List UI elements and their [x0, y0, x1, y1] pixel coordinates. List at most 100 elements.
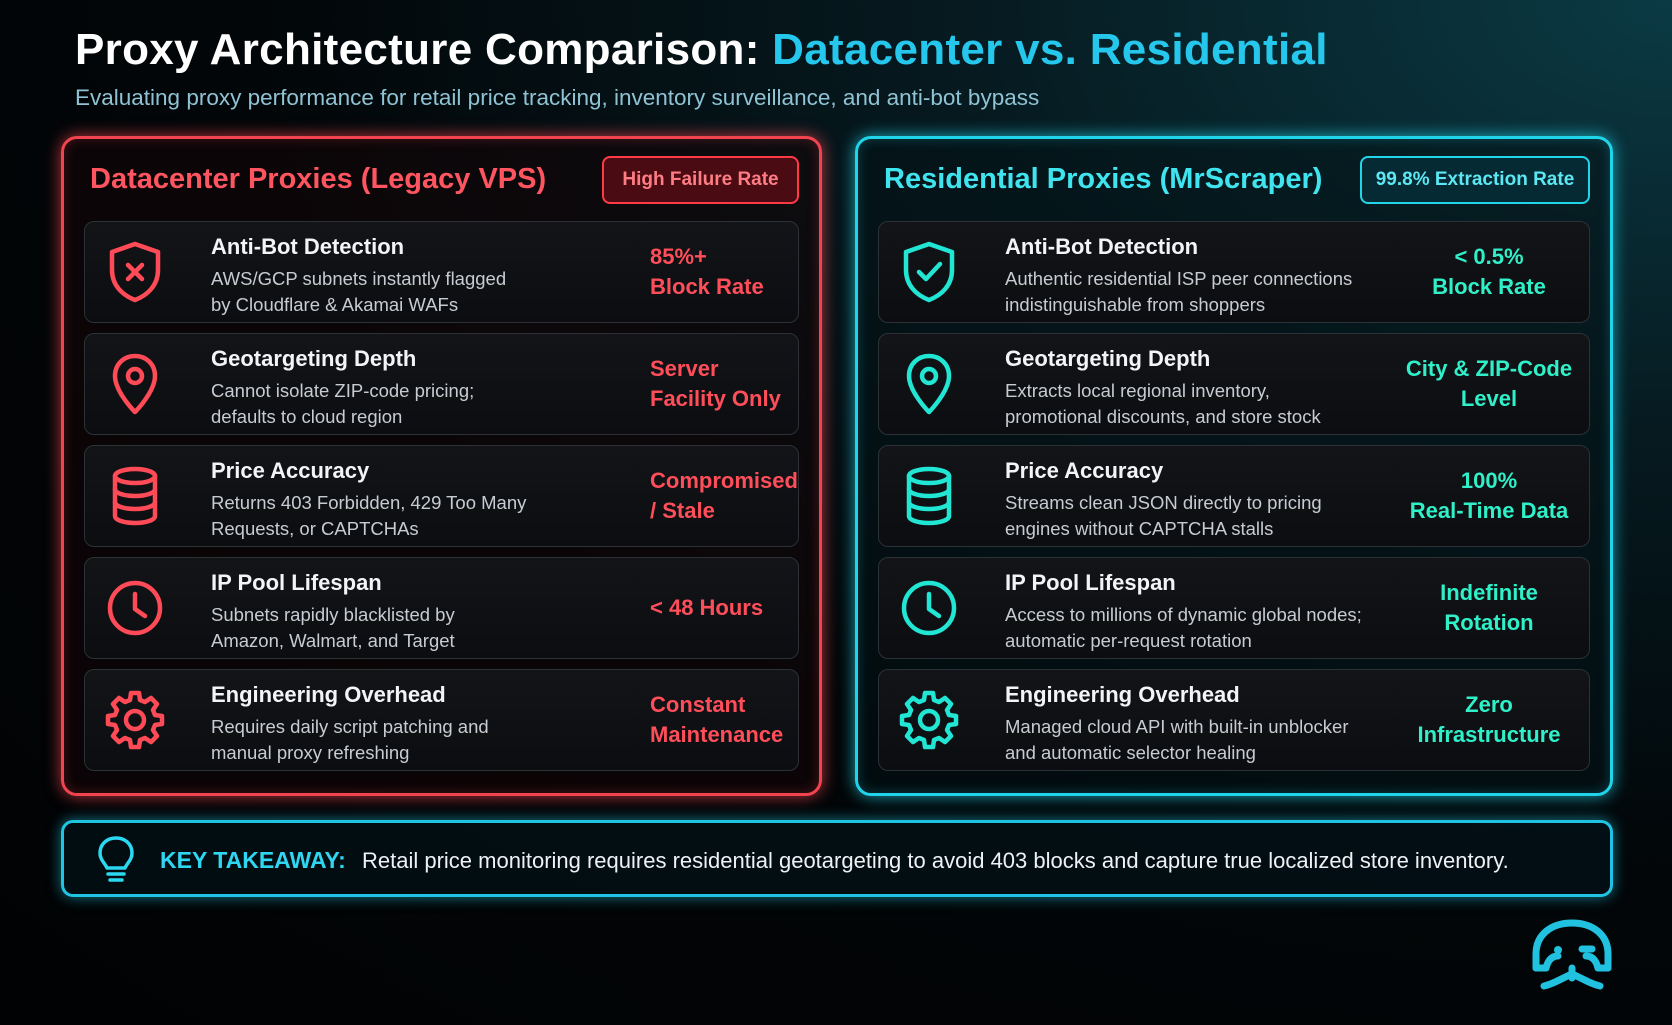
- row-description: Subnets rapidly blacklisted by Amazon, Wa…: [211, 602, 641, 654]
- metric-line: < 0.5%: [1454, 244, 1524, 269]
- description-line: manual proxy refreshing: [211, 742, 410, 763]
- datacenter-badge: High Failure Rate: [602, 156, 799, 204]
- database-icon: [899, 464, 959, 528]
- row-metric: Compromised / Stale: [650, 466, 800, 526]
- row-metric: 85%+ Block Rate: [650, 242, 800, 302]
- metric-line: City & ZIP-Code: [1405, 356, 1573, 381]
- metric-line: Block Rate: [650, 274, 764, 299]
- description-line: Subnets rapidly blacklisted by: [211, 604, 455, 625]
- metric-line: / Stale: [650, 498, 715, 523]
- description-line: AWS/GCP subnets instantly flagged: [211, 268, 507, 289]
- metric-line: Maintenance: [650, 722, 784, 747]
- shield-x-icon: [105, 240, 165, 304]
- metric-line: 85%+: [650, 244, 707, 269]
- takeaway-text: Retail price monitoring requires residen…: [362, 848, 1509, 873]
- datacenter-panel: Datacenter Proxies (Legacy VPS) High Fai…: [61, 136, 822, 796]
- map-pin-icon: [899, 352, 959, 416]
- metric-line: Real-Time Data: [1409, 498, 1569, 523]
- residential-badge: 99.8% Extraction Rate: [1360, 156, 1590, 204]
- description-line: engines without CAPTCHA stalls: [1005, 518, 1274, 539]
- row-description: Streams clean JSON directly to pricing en…: [1005, 490, 1395, 542]
- metric-line: Server: [650, 356, 719, 381]
- metric-line: Facility Only: [650, 386, 781, 411]
- key-takeaway-box: KEY TAKEAWAY: Retail price monitoring re…: [61, 820, 1613, 897]
- description-line: promotional discounts, and store stock: [1005, 406, 1321, 427]
- gear-icon: [105, 688, 165, 752]
- description-line: Cannot isolate ZIP-code pricing;: [211, 380, 475, 401]
- metric-line: Zero: [1465, 692, 1513, 717]
- row-description: Authentic residential ISP peer connectio…: [1005, 266, 1395, 318]
- row-description: Cannot isolate ZIP-code pricing; defaults…: [211, 378, 641, 430]
- row-description: Access to millions of dynamic global nod…: [1005, 602, 1395, 654]
- residential-panel: Residential Proxies (MrScraper) 99.8% Ex…: [855, 136, 1613, 796]
- row-metric: 100% Real-Time Data: [1394, 466, 1584, 526]
- metric-line: Compromised: [650, 468, 798, 493]
- row-description: Extracts local regional inventory, promot…: [1005, 378, 1395, 430]
- mrscraper-logo-icon: [1528, 918, 1616, 996]
- title-prefix: Proxy Architecture Comparison:: [75, 25, 773, 74]
- metric-line: Rotation: [1444, 610, 1534, 635]
- database-icon: [105, 464, 165, 528]
- row-label: Price Accuracy: [211, 458, 370, 483]
- row-label: Anti-Bot Detection: [211, 234, 405, 259]
- description-line: Authentic residential ISP peer connectio…: [1005, 268, 1353, 289]
- description-line: by Cloudflare & Akamai WAFs: [211, 294, 459, 315]
- description-line: Amazon, Walmart, and Target: [211, 630, 455, 651]
- description-line: Extracts local regional inventory,: [1005, 380, 1270, 401]
- metric-line: 100%: [1460, 468, 1518, 493]
- map-pin-icon: [105, 352, 165, 416]
- row-label: IP Pool Lifespan: [1005, 570, 1176, 595]
- clock-icon: [105, 576, 165, 640]
- row-description: AWS/GCP subnets instantly flagged by Clou…: [211, 266, 641, 318]
- clock-icon: [899, 576, 959, 640]
- description-line: indistinguishable from shoppers: [1005, 294, 1266, 315]
- description-line: automatic per-request rotation: [1005, 630, 1252, 651]
- row-label: Geotargeting Depth: [211, 346, 417, 371]
- title-accent: Datacenter vs. Residential: [772, 25, 1328, 74]
- lightbulb-icon: [96, 835, 136, 885]
- metric-line: Indefinite: [1440, 580, 1538, 605]
- row-label: Engineering Overhead: [1005, 682, 1240, 707]
- row-label: Geotargeting Depth: [1005, 346, 1211, 371]
- description-line: Requests, or CAPTCHAs: [211, 518, 419, 539]
- page-title: Proxy Architecture Comparison: Datacente…: [75, 25, 1328, 75]
- metric-line: < 48 Hours: [650, 595, 764, 620]
- page-subtitle: Evaluating proxy performance for retail …: [75, 85, 1040, 110]
- row-label: Engineering Overhead: [211, 682, 446, 707]
- row-metric: < 0.5% Block Rate: [1394, 242, 1584, 302]
- row-description: Managed cloud API with built-in unblocke…: [1005, 714, 1395, 766]
- shield-check-icon: [899, 240, 959, 304]
- description-line: Managed cloud API with built-in unblocke…: [1005, 716, 1349, 737]
- description-line: defaults to cloud region: [211, 406, 403, 427]
- description-line: Access to millions of dynamic global nod…: [1005, 604, 1362, 625]
- header: Proxy Architecture Comparison: Datacente…: [75, 25, 1328, 111]
- row-label: Anti-Bot Detection: [1005, 234, 1199, 259]
- datacenter-panel-title: Datacenter Proxies (Legacy VPS): [90, 163, 547, 195]
- row-metric: < 48 Hours: [650, 593, 800, 623]
- gear-icon: [899, 688, 959, 752]
- metric-line: Infrastructure: [1417, 722, 1561, 747]
- description-line: Requires daily script patching and: [211, 716, 489, 737]
- description-line: and automatic selector healing: [1005, 742, 1256, 763]
- metric-line: Constant: [650, 692, 746, 717]
- metric-line: Block Rate: [1432, 274, 1546, 299]
- description-line: Streams clean JSON directly to pricing: [1005, 492, 1322, 513]
- row-description: Requires daily script patching and manual…: [211, 714, 641, 766]
